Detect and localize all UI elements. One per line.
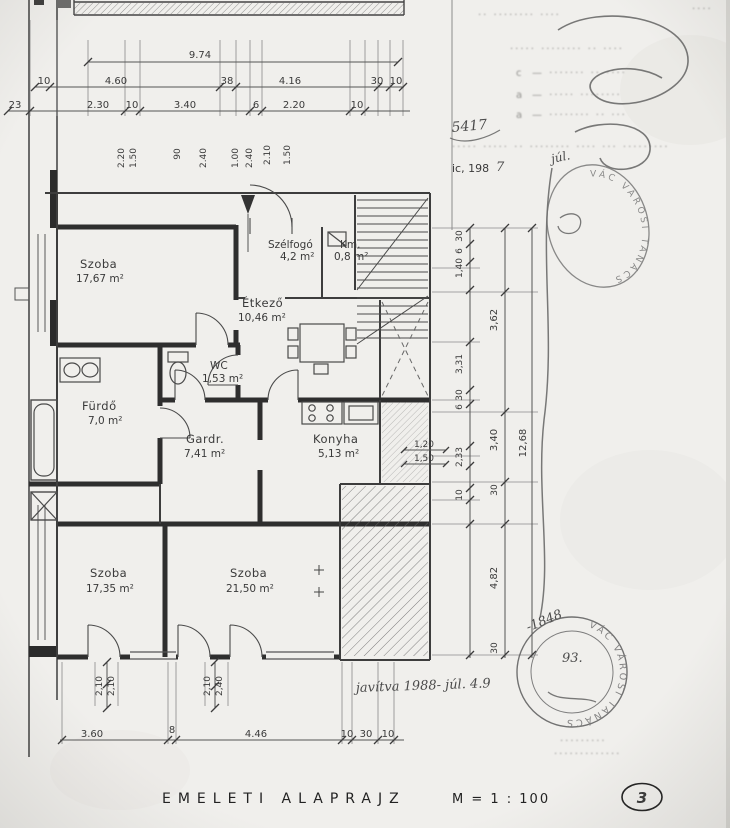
scanned-floor-plan-page: Szoba 17,67 m² Szélfogó 4,2 m² Km. 0,8 m…	[0, 0, 730, 828]
floor-plan-svg: Szoba 17,67 m² Szélfogó 4,2 m² Km. 0,8 m…	[0, 0, 730, 828]
scan-vignette	[0, 0, 730, 828]
